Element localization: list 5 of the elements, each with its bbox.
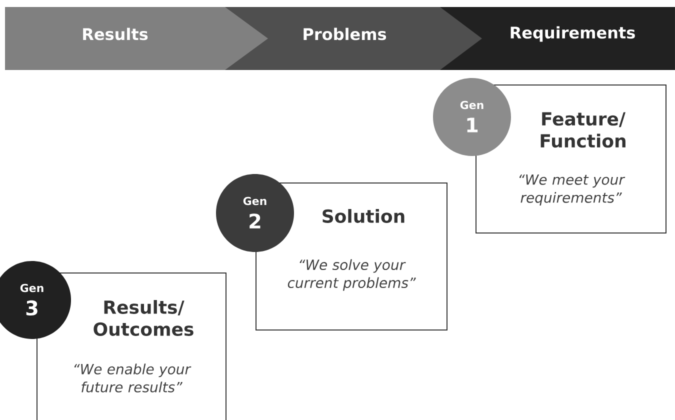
generation-badge: Gen 1 <box>433 78 511 156</box>
generation-badge: Gen 2 <box>216 174 294 252</box>
generation-badge: Gen 3 <box>0 261 71 339</box>
chevron-band: Results <box>5 7 268 70</box>
chevron-band: Requirements <box>440 7 675 70</box>
